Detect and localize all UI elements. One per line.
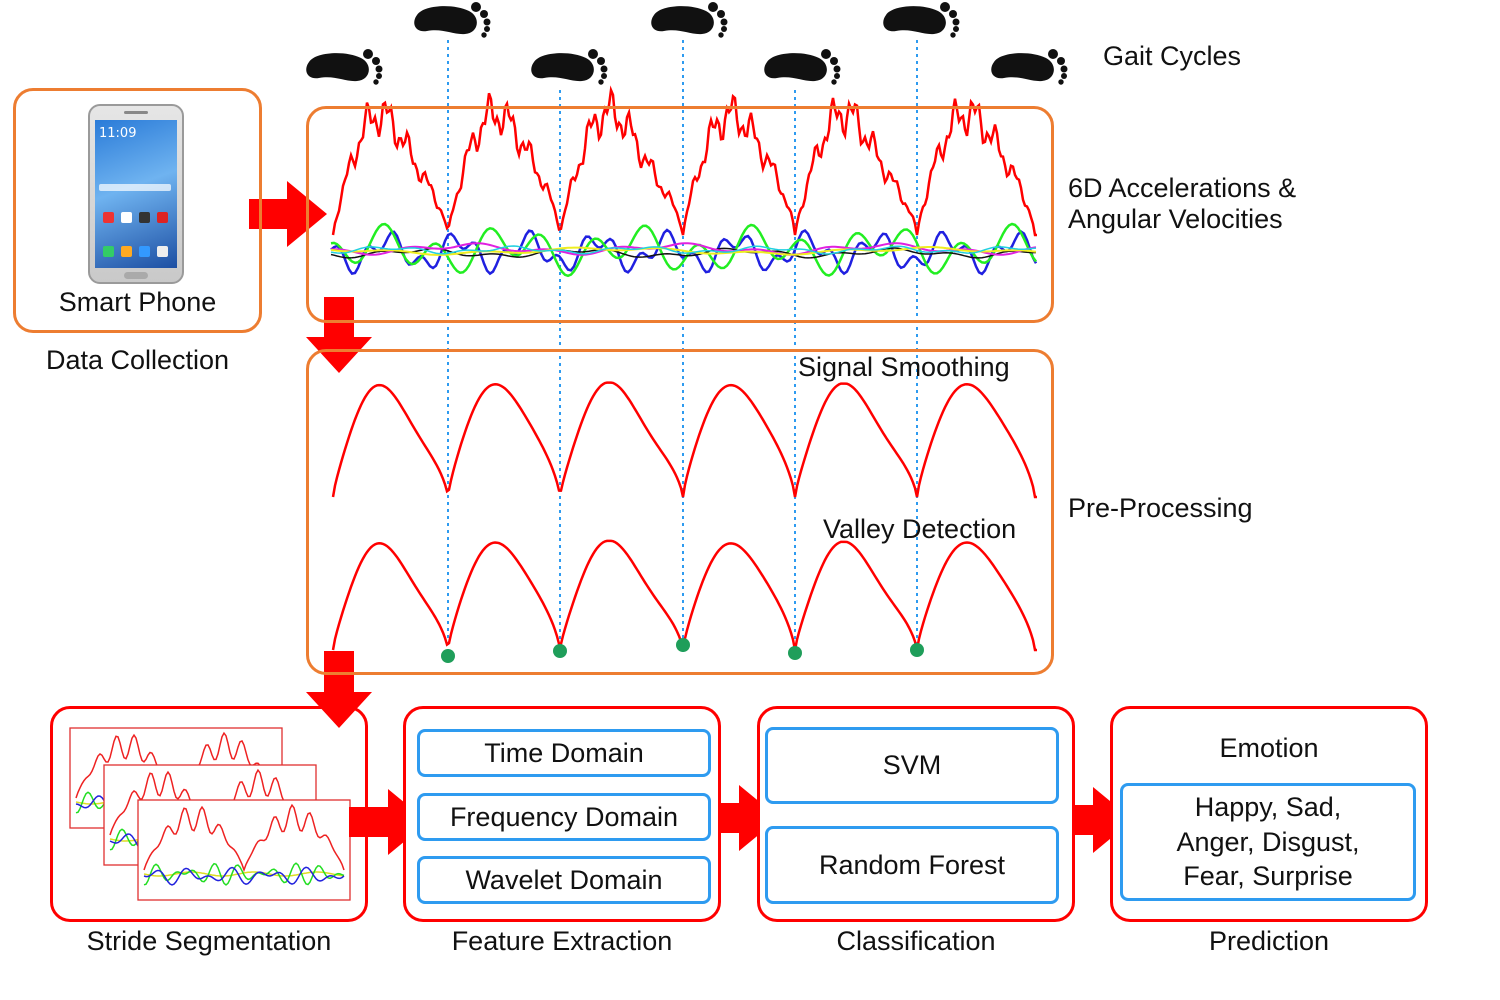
footprint-icon: [651, 2, 728, 38]
preprocessing-box: [306, 349, 1054, 675]
angular-velocity-trace-cyan: [330, 245, 1037, 255]
random-forest-box: Random Forest: [765, 826, 1059, 904]
wavelet-domain-box: Wavelet Domain: [417, 856, 711, 904]
device-label: Smart Phone: [58, 287, 217, 317]
raw-acceleration-trace: [331, 85, 1037, 237]
footprint-icon: [414, 2, 491, 38]
footprint-icon: [764, 49, 841, 85]
raw-signals-box: [306, 106, 1054, 323]
data-collection-caption: Data Collection: [45, 345, 230, 375]
prediction-caption: Prediction: [1208, 926, 1330, 956]
emotion-classes-box: Happy, Sad, Anger, Disgust, Fear, Surpri…: [1120, 783, 1416, 901]
arrow-right-icon: [349, 789, 428, 855]
time-domain-box: Time Domain: [417, 729, 711, 777]
stride-segmentation-caption: Stride Segmentation: [86, 926, 332, 956]
phone-home-button: [124, 272, 148, 279]
raw-sensor-signals: [330, 85, 1038, 278]
valley-marker: [441, 649, 455, 663]
thumbnail-trace-blue: [143, 866, 345, 886]
angular-velocity-trace: [330, 228, 1038, 276]
preprocessing-caption: Pre-Processing: [1068, 493, 1253, 523]
data-collection-box: [13, 88, 262, 333]
svm-box: SVM: [765, 727, 1059, 804]
valley-marker: [553, 644, 567, 658]
gait-cycles-label: Gait Cycles: [1103, 41, 1242, 71]
thumbnail-trace-yellow: [143, 871, 345, 877]
valley-detection-label: Valley Detection: [823, 514, 1017, 544]
feature-extraction-caption: Feature Extraction: [451, 926, 673, 956]
footprint-icon: [306, 49, 383, 85]
stride-segmentation-box: [50, 706, 368, 922]
smoothed-signal: [331, 381, 1037, 499]
valley-marker: [676, 638, 690, 652]
arrow-right-icon: [249, 181, 327, 247]
phone-screen: 11:09: [95, 120, 177, 268]
stride-segment-thumbnails: [69, 727, 351, 901]
signal-smoothing-label: Signal Smoothing: [798, 352, 1010, 382]
arrow-right-icon: [1057, 787, 1133, 853]
thumbnail-trace-red: [143, 803, 345, 873]
stride-thumbnail: [137, 799, 351, 901]
emotion-title: Emotion: [1219, 733, 1319, 763]
thumbnail-trace-green: [143, 862, 345, 886]
footprint-icon: [883, 2, 960, 38]
footprint-icon: [531, 49, 608, 85]
acceleration-trace-black: [330, 247, 1037, 259]
phone-speaker: [124, 111, 148, 114]
phone-search-bar: [99, 184, 171, 191]
acceleration-trace-yellow: [330, 246, 1037, 256]
smoothed-trace: [331, 381, 1037, 499]
frequency-domain-box: Frequency Domain: [417, 793, 711, 841]
valley-detection-signal: [331, 539, 1037, 663]
valley-marker: [910, 643, 924, 657]
footprints: [306, 2, 1068, 85]
arrow-right-icon: [703, 785, 779, 851]
valley-marker: [788, 646, 802, 660]
footprint-icon: [991, 49, 1068, 85]
classification-caption: Classification: [836, 926, 996, 956]
smartphone-icon: 11:09: [88, 104, 184, 284]
phone-clock: 11:09: [99, 126, 137, 141]
raw-signals-label: 6D Accelerations & Angular Velocities: [1068, 173, 1297, 235]
gait-cycle-dividers: [447, 40, 918, 655]
